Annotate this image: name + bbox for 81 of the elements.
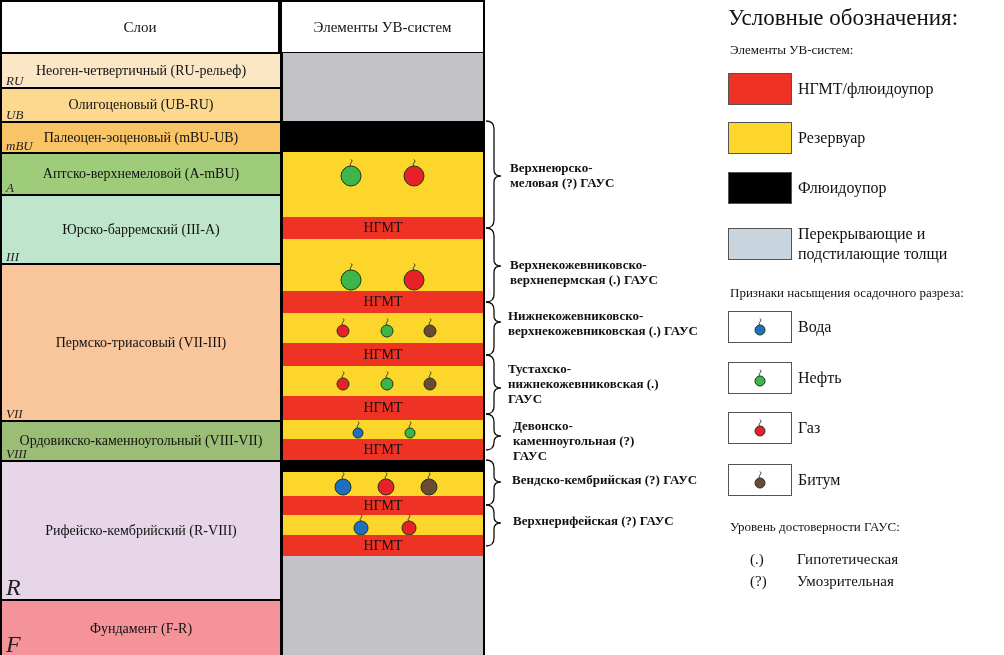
layer-cell [0, 52, 282, 89]
legend-label: Резервуар [798, 128, 867, 148]
legend-note: (?) [750, 572, 768, 591]
layer-band [281, 152, 485, 194]
layer-name: Рифейско-кембрийский (R-VIII) [45, 521, 237, 540]
layer-name: Неоген-четвертичный (RU-рельеф) [35, 61, 247, 80]
band-label: НГМТ [363, 295, 403, 309]
band-label: НГМТ [363, 221, 403, 235]
layer-index: VIII [6, 447, 27, 460]
legend-label: НГМТ/флюидоупор [798, 79, 935, 99]
layer-cell [0, 420, 282, 462]
system-label: Верхнекожевниковско-верхнепермская (.) ГАУС [510, 258, 659, 288]
band-label: НГМТ [363, 401, 403, 415]
layer-band [281, 53, 485, 87]
layer-index: UB [6, 108, 24, 121]
legend-label: Вода [798, 317, 833, 337]
system-label: Вендско-кембрийская (?) ГАУС [512, 473, 699, 488]
layer-band [281, 121, 485, 152]
layer-index: VII [6, 407, 23, 420]
legend-note: (.) [750, 550, 765, 569]
legend-label: Флюидоупор [798, 178, 888, 198]
layer-name: Фундамент (F-R) [89, 619, 193, 638]
layer-band [281, 515, 485, 535]
legend-note: Умозрительная [797, 572, 895, 591]
layer-band [281, 460, 485, 472]
legend-heading: Признаки насыщения осадочного разреза: [730, 285, 965, 302]
layer-name: Олигоценовый (UB-RU) [68, 96, 214, 114]
layer-index: R [6, 575, 21, 599]
source-rock-band [281, 396, 485, 420]
column-header: Слои [0, 0, 280, 54]
layer-band [281, 366, 485, 396]
layer-band [281, 420, 485, 439]
legend-label: Газ [798, 418, 822, 438]
layer-name: Палеоцен-эоценовый (mBU-UB) [43, 128, 239, 147]
layer-index: mBU [6, 139, 33, 152]
layer-band [281, 263, 485, 291]
layer-band [281, 313, 485, 343]
legend-heading: Уровень достоверности ГАУС: [730, 519, 901, 536]
layer-cell [0, 87, 282, 123]
system-label: Верхнерифейская (?) ГАУС [513, 514, 675, 529]
layer-band [281, 239, 485, 263]
legend-note: Гипотетическая [797, 550, 900, 569]
legend-label: Нефть [798, 368, 843, 388]
source-rock-band [281, 439, 485, 460]
layer-name: Пермско-триасовый (VII-III) [55, 333, 227, 352]
layer-cell [0, 263, 282, 422]
layer-index: F [6, 632, 21, 655]
layer-index: III [6, 250, 19, 263]
layer-band [281, 472, 485, 496]
layer-name: Ордовикско-каменноугольный (VIII-VII) [19, 432, 263, 450]
system-label: Нижнекожевниковско-верхнекожевниковская (.) ГАУС [508, 309, 699, 339]
system-label: Верхнеюрско-меловая (?) ГАУС [510, 161, 616, 191]
column-header: Элементы УВ-систем [280, 0, 485, 54]
layer-band [281, 87, 485, 121]
legend-heading: Элементы УВ-систем: [730, 42, 855, 59]
legend-label: Перекрывающие и подстилающие толщи [798, 224, 949, 264]
legend-label: Битум [798, 470, 842, 490]
system-label: Девонско-каменноугольная (?) ГАУС [513, 419, 636, 464]
source-rock-band [281, 217, 485, 239]
legend-title: Условные обозначения: [728, 4, 960, 32]
band-label: НГМТ [363, 442, 403, 457]
source-rock-band [281, 343, 485, 366]
layer-name: Юрско-барремский (III-A) [62, 220, 220, 239]
layer-cell [0, 194, 282, 265]
source-rock-band [281, 496, 485, 515]
band-label: НГМТ [363, 538, 403, 553]
layer-cell [0, 121, 282, 154]
layer-band [281, 556, 485, 599]
source-rock-band [281, 291, 485, 313]
layer-index: A [6, 181, 14, 194]
band-label: НГМТ [363, 347, 403, 362]
layer-name: Аптско-верхнемеловой (A-mBU) [42, 165, 240, 183]
band-label: НГМТ [363, 498, 403, 513]
source-rock-band [281, 535, 485, 556]
layer-band [281, 599, 485, 655]
system-label: Тустахско-нижнекожевниковская (.) ГАУС [508, 362, 660, 407]
layer-cell [0, 599, 282, 655]
layer-cell [0, 460, 282, 601]
layer-index: RU [6, 74, 24, 87]
layer-band [281, 194, 485, 217]
layer-cell [0, 152, 282, 196]
